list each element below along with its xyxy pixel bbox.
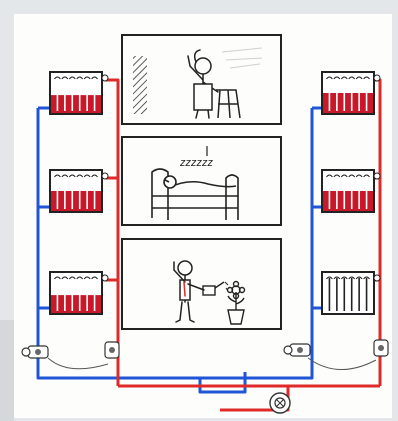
cold-return-pipes — [36, 106, 322, 394]
radiator-icon-left-1 — [49, 71, 109, 115]
window-hatch — [133, 56, 147, 114]
wall-scribble — [221, 47, 263, 69]
radiator-valve-icon — [101, 274, 109, 282]
valve-icon-left-cold — [21, 345, 49, 359]
valve-icon-left-hot — [104, 341, 120, 359]
radiator-icon-right-3 — [321, 271, 381, 315]
radiator-valve-icon — [373, 274, 381, 282]
elderly-person-figure — [187, 49, 219, 119]
radiator-valve-icon — [101, 74, 109, 82]
pump-icon — [269, 392, 291, 414]
radiators — [49, 71, 381, 315]
radiator-valve-icon — [373, 172, 381, 180]
radiator-icon-right-1 — [321, 71, 381, 115]
loop-connector-right — [307, 357, 377, 370]
sleep-text: zzzzzz — [179, 157, 214, 169]
floor-top — [121, 34, 282, 125]
walker-icon — [216, 89, 241, 119]
floor-middle: zzzzzz — [121, 136, 282, 226]
radiator-valve-icon — [373, 74, 381, 82]
loop-connector-left — [47, 357, 109, 370]
floor-bottom — [121, 238, 282, 330]
flower-pot-icon — [226, 280, 246, 325]
radiator-icon-left-2 — [49, 169, 109, 213]
gardener-figure — [173, 260, 205, 323]
valve-icon-right-cold — [283, 343, 311, 357]
radiator-icon-right-2 — [321, 169, 381, 213]
radiator-icon-left-3 — [49, 271, 109, 315]
radiator-valve-icon — [101, 172, 109, 180]
window-shadow — [0, 320, 14, 421]
bed-icon — [151, 168, 239, 220]
valve-icon-right-hot — [373, 339, 389, 357]
